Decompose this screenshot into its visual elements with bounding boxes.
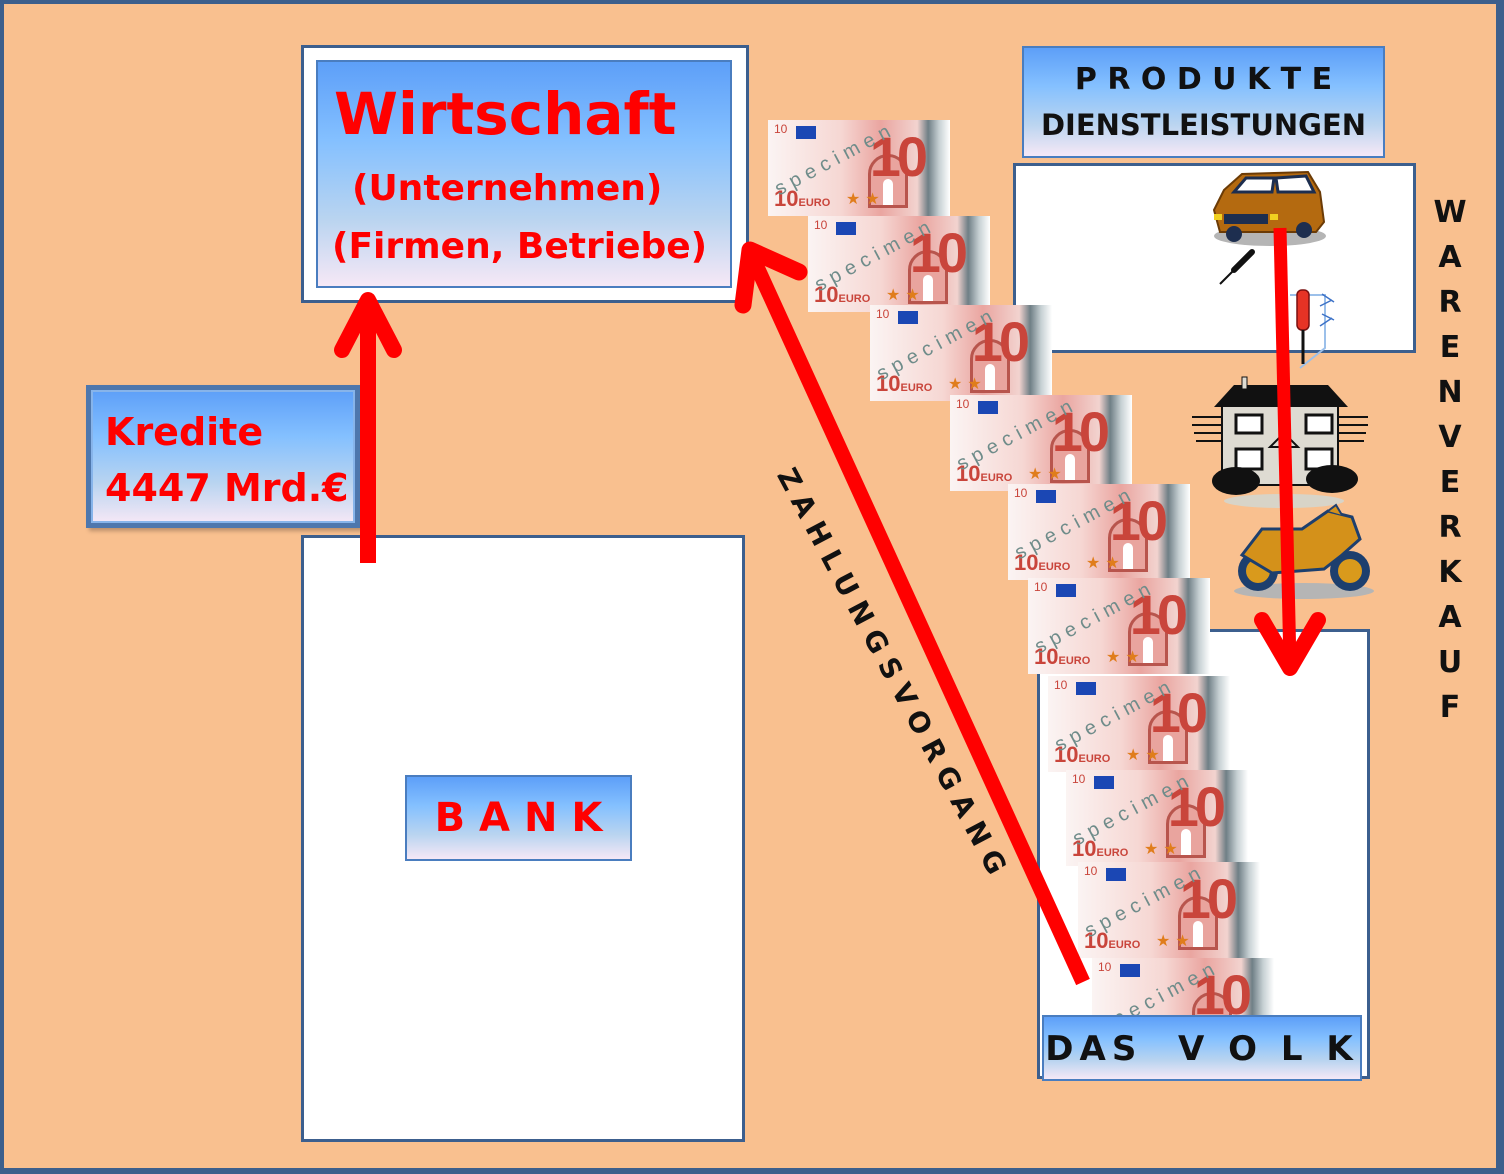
- warenverkauf-letter: N: [1437, 375, 1463, 410]
- warenverkauf-letter: A: [1438, 240, 1462, 275]
- arch-icon: [868, 154, 908, 208]
- bank-label: B A N K: [434, 795, 603, 841]
- banknote-denomination: 10: [1109, 489, 1168, 552]
- eu-flag-icon: [1036, 490, 1056, 503]
- warenverkauf-letter: R: [1438, 510, 1462, 545]
- stars-icon: ★ ★: [846, 189, 880, 208]
- banknote-corner-value: 10: [1084, 864, 1098, 878]
- warenverkauf-letter: V: [1438, 420, 1462, 455]
- banknote-corner-value: 10: [814, 218, 828, 232]
- banknote-corner-value: 10: [956, 397, 970, 411]
- banknote-corner-value: 10: [1098, 960, 1112, 974]
- stars-icon: ★ ★: [1126, 745, 1160, 764]
- eu-flag-icon: [1056, 584, 1076, 597]
- banknote-denomination: 10: [1167, 775, 1226, 838]
- banknote-denomination: 10: [1179, 867, 1238, 930]
- eu-flag-icon: [1106, 868, 1126, 881]
- arch-icon: [1178, 896, 1218, 950]
- wirtschaft-subtitle-firmen: (Firmen, Betriebe): [332, 226, 708, 267]
- warenverkauf-letter: E: [1439, 330, 1461, 365]
- volk-label-panel: DAS V O L K: [1042, 1015, 1362, 1081]
- wirtschaft-title: Wirtschaft: [334, 80, 677, 148]
- kredite-box: Kredite 4447 Mrd.€: [86, 385, 360, 528]
- warenverkauf-letter: W: [1433, 195, 1467, 230]
- wirtschaft-label-panel: Wirtschaft (Unternehmen) (Firmen, Betrie…: [316, 60, 732, 288]
- eu-flag-icon: [1076, 682, 1096, 695]
- eu-flag-icon: [1120, 964, 1140, 977]
- bank-label-panel: B A N K: [405, 775, 632, 861]
- arch-icon: [1148, 710, 1188, 764]
- banknote-currency: 10EURO: [774, 186, 831, 211]
- banknote-denomination: 10: [869, 125, 928, 188]
- arch-icon: [1128, 612, 1168, 666]
- stars-icon: ★ ★: [1156, 931, 1190, 950]
- produkte-label-panel: P R O D U K T E DIENSTLEISTUNGEN: [1022, 46, 1385, 158]
- banknote-corner-value: 10: [1034, 580, 1048, 594]
- dienstleistungen-label: DIENSTLEISTUNGEN: [1040, 108, 1367, 142]
- eu-flag-icon: [978, 401, 998, 414]
- kredite-amount: 4447 Mrd.€: [105, 466, 349, 510]
- banknote-denomination: 10: [1149, 681, 1208, 744]
- stars-icon: ★ ★: [1028, 464, 1062, 483]
- banknote-corner-value: 10: [1054, 678, 1068, 692]
- eu-flag-icon: [796, 126, 816, 139]
- stars-icon: ★ ★: [1106, 647, 1140, 666]
- volk-label: DAS V O L K: [1045, 1029, 1359, 1069]
- warenverkauf-letter: U: [1437, 645, 1463, 680]
- eu-flag-icon: [898, 311, 918, 324]
- banknote-corner-value: 10: [1014, 486, 1028, 500]
- stars-icon: ★ ★: [1144, 839, 1178, 858]
- stars-icon: ★ ★: [1086, 553, 1120, 572]
- banknote-corner-value: 10: [1072, 772, 1086, 786]
- banknote-corner-value: 10: [774, 122, 788, 136]
- eu-flag-icon: [836, 222, 856, 235]
- warenverkauf-letter: A: [1438, 600, 1462, 635]
- warenverkauf-letter: F: [1439, 690, 1461, 725]
- banknote-denomination: 10: [1129, 583, 1188, 646]
- wirtschaft-subtitle-unternehmen: (Unternehmen): [352, 168, 663, 209]
- arch-icon: [1108, 518, 1148, 572]
- banknote-corner-value: 10: [876, 307, 890, 321]
- stars-icon: ★ ★: [886, 285, 920, 304]
- stars-icon: ★ ★: [948, 374, 982, 393]
- eu-flag-icon: [1094, 776, 1114, 789]
- produkte-box: [1013, 163, 1416, 353]
- warenverkauf-letter: R: [1438, 285, 1462, 320]
- kredite-label: Kredite: [105, 410, 264, 454]
- arch-icon: [1166, 804, 1206, 858]
- warenverkauf-letter: E: [1439, 465, 1461, 500]
- produkte-label: P R O D U K T E: [1074, 62, 1333, 97]
- warenverkauf-label: W A R E N V E R K A U F: [1430, 190, 1470, 730]
- warenverkauf-letter: K: [1438, 555, 1462, 590]
